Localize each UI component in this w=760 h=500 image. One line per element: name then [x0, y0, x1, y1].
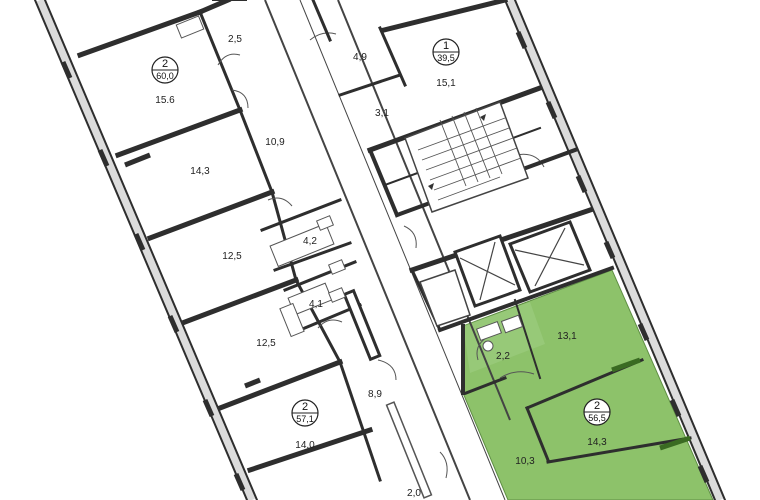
window-marks: [60, 30, 710, 492]
corridor-walls: [264, 0, 511, 500]
apartment-badge-d[interactable]: 2 56,5: [583, 398, 611, 426]
room-area-label: 2,0: [407, 488, 421, 499]
room-area-label: 4,1: [309, 299, 323, 310]
room-area-label: 4,2: [303, 236, 317, 247]
staircase: [404, 101, 529, 213]
apartment-rooms: 2: [162, 58, 168, 70]
room-area-label: 2,5: [228, 34, 242, 45]
apartment-badge-b[interactable]: 1 39,5: [432, 38, 460, 66]
room-area-label: 8,9: [368, 389, 382, 400]
apartment-badge-c[interactable]: 2 57,1: [291, 399, 319, 427]
elevator-shafts: [419, 220, 592, 327]
room-labels: 2,5 15.6 10,9 14,3 4,2 12,5 4,1 12,5 8,9…: [155, 34, 607, 499]
room-area-label: 10,9: [265, 137, 285, 148]
room-area-label: 14,3: [190, 166, 210, 177]
apartment-rooms: 2: [594, 400, 600, 412]
room-area-label: 14,0: [295, 440, 315, 451]
apartment-area: 56,5: [588, 413, 606, 423]
room-area-label: 3,1: [375, 108, 389, 119]
room-area-label: 2,2: [496, 351, 510, 362]
room-area-label: 4,9: [353, 52, 367, 63]
bathroom-fixtures: [279, 215, 524, 352]
apartment-area: 60,0: [156, 71, 174, 81]
apartment-badge-a[interactable]: 2 60,0: [151, 56, 179, 84]
room-area-label: 12,5: [256, 338, 276, 349]
apartment-rooms: 1: [443, 40, 449, 52]
apartment-area: 39,5: [437, 53, 455, 63]
room-area-label: 13,1: [557, 331, 577, 342]
room-area-label: 15,1: [436, 78, 456, 89]
left-partitions: [76, 0, 433, 499]
room-area-label: 10,3: [515, 456, 535, 467]
apartment-rooms: 2: [302, 401, 308, 413]
room-area-label: 14,3: [587, 437, 607, 448]
room-area-label: 15.6: [155, 95, 175, 106]
room-area-label: 12,5: [222, 251, 242, 262]
apartment-area: 57,1: [296, 414, 314, 424]
